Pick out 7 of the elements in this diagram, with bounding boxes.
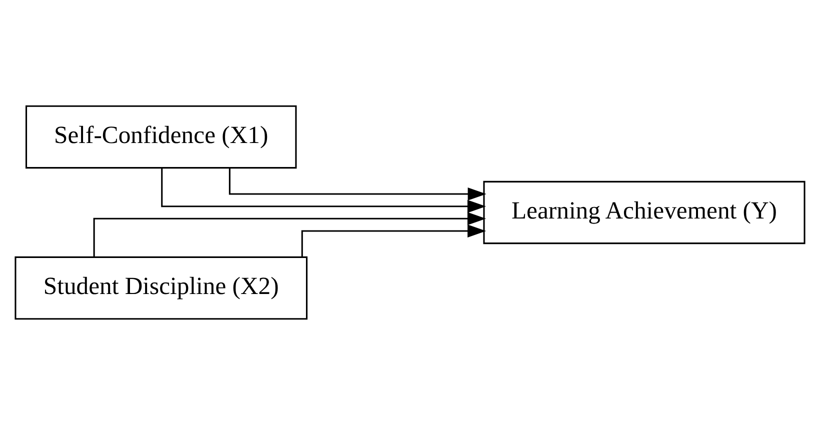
node-box: Self-Confidence (X1) [26,105,297,169]
arrow [228,168,486,200]
node-box: Learning Achievement (Y) [483,180,806,244]
arrow [93,212,486,257]
arrow [301,224,486,257]
node-box: Student Discipline (X2) [14,256,308,320]
arrow [161,168,486,213]
